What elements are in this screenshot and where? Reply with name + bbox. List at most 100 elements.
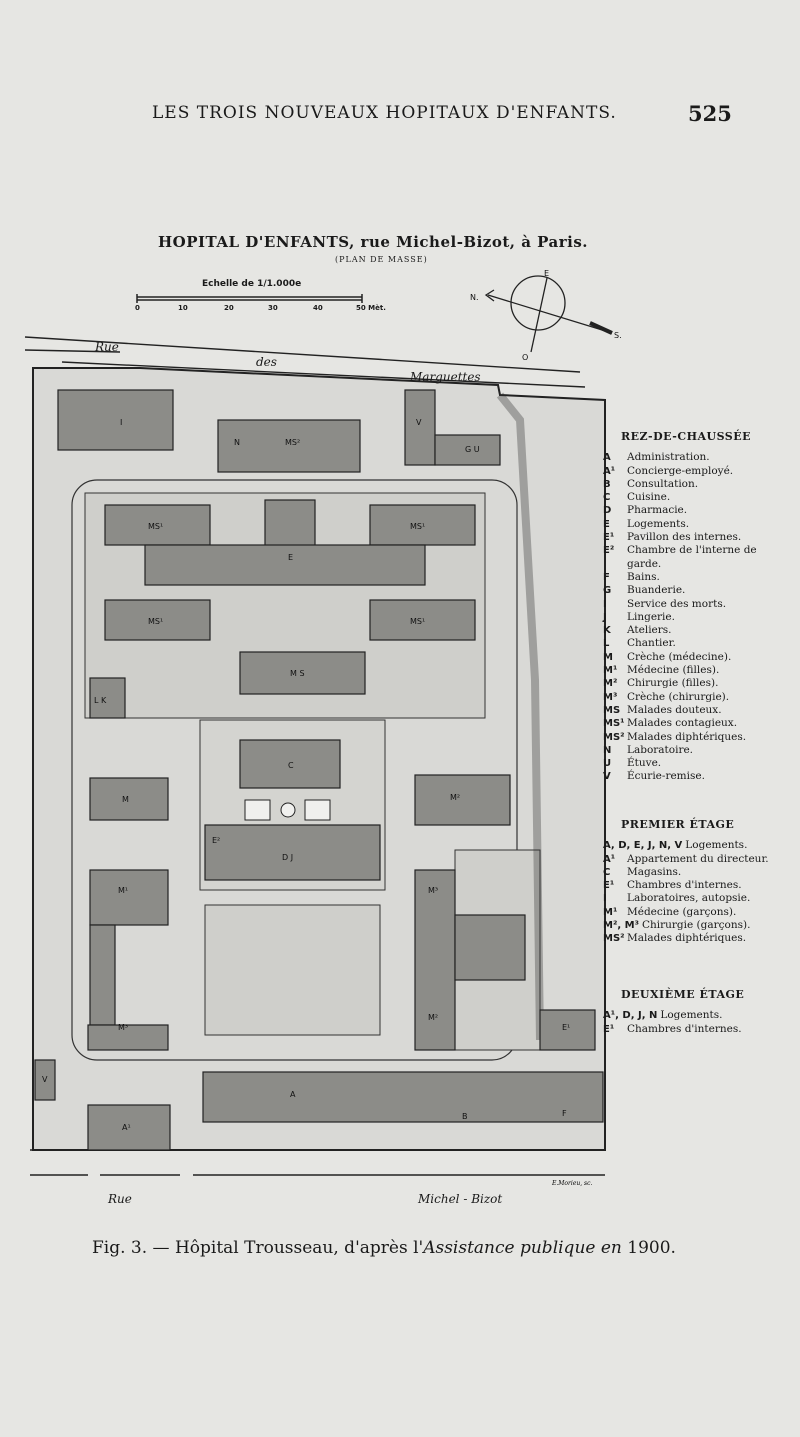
legend-text: Logements. — [627, 517, 690, 530]
building-labels: I N MS² V G U MS¹ MS¹ E MS¹ MS¹ M S L K … — [42, 418, 570, 1132]
legend-code: MS — [603, 704, 621, 716]
page-number: 525 — [688, 101, 732, 126]
legend-text: Cuisine. — [627, 491, 671, 504]
scale-label: Echelle de 1/1.000e — [202, 279, 302, 289]
building-label: M — [122, 795, 129, 804]
street-label: des — [256, 355, 277, 369]
building-label: E¹ — [562, 1023, 570, 1032]
compass-east: E — [544, 269, 549, 278]
legend-text: Chirurgie (garçons). — [641, 919, 751, 932]
figure-caption: Fig. 3. — Hôpital Trousseau, d'après l'A… — [92, 1238, 676, 1258]
legend-item: I Service des morts. — [603, 598, 777, 611]
building-label: M³ — [428, 886, 438, 895]
legend-code: L — [603, 638, 610, 650]
legend-text: Crèche (chirurgie). — [627, 690, 730, 703]
legend-text: Pharmacie. — [627, 504, 688, 517]
legend-item: M¹ Médecine (garçons). — [603, 906, 800, 919]
legend-item: A¹ Appartement du directeur. — [603, 853, 800, 866]
building-label: MS¹ — [410, 522, 425, 531]
legend-title: DEUXIÈME ÉTAGE — [621, 988, 745, 1001]
building-label: L K — [94, 696, 107, 705]
legend-code: B — [603, 478, 611, 490]
building-label: I — [120, 418, 122, 427]
legend-code: F — [603, 571, 610, 583]
legend-text: Malades contagieux. — [627, 717, 738, 730]
building-label: M² — [428, 1013, 438, 1022]
caption-suffix: 1900. — [621, 1238, 676, 1258]
legend-text: Administration. — [627, 451, 710, 464]
legend-item: F Bains. — [603, 571, 777, 584]
legend-text: Bains. — [627, 570, 660, 583]
street-label: Michel - Bizot — [417, 1192, 502, 1206]
legend-code: A¹ — [603, 853, 616, 865]
street-label: Rue — [107, 1192, 132, 1206]
legend-code: MS² — [603, 933, 625, 945]
legend-item: K Ateliers. — [603, 624, 777, 637]
scale-tick: 40 — [313, 304, 323, 312]
legend-code: U — [603, 758, 612, 770]
building-label: A — [290, 1090, 296, 1099]
building-label: M S — [290, 669, 305, 678]
legend-title: REZ-DE-CHAUSSÉE — [621, 430, 752, 443]
street-label: Rue — [94, 340, 119, 354]
legend-text: Médecine (garçons). — [627, 905, 737, 918]
legend-code: I — [603, 598, 607, 610]
legend-item: E¹ Chambres d'internes. — [603, 879, 800, 892]
legend-text: Chambre de l'interne de garde. — [627, 544, 757, 570]
legend-text: Service des morts. — [627, 597, 727, 610]
engraver-signature: E.Morieu, sc. — [551, 1180, 592, 1187]
central-garden — [204, 904, 381, 1036]
buildings — [34, 389, 604, 1151]
building-label: MS¹ — [148, 522, 163, 531]
legend-text: Malades douteux. — [627, 703, 722, 716]
legend-text: Ateliers. — [627, 624, 672, 637]
legend-code: M³ — [603, 691, 618, 703]
legend-code: E¹ — [603, 532, 615, 544]
compass-south: S. — [614, 331, 622, 340]
legend-text: Appartement du directeur. — [627, 852, 769, 865]
legend-text: Concierge-employé. — [627, 464, 734, 477]
scale-tick: 50 Mèt. — [356, 304, 386, 312]
scale-tick: 30 — [268, 304, 278, 312]
legend-code: A — [603, 452, 611, 464]
legend-code: C — [603, 492, 611, 504]
scale-tick: 0 — [135, 304, 140, 312]
legend-text: Chambres d'internes. — [627, 879, 742, 892]
building-label: MS¹ — [410, 617, 425, 626]
legend-text: Laboratoires, autopsie. — [627, 892, 751, 905]
figure-title: HOPITAL D'ENFANTS, rue Michel-Bizot, à P… — [158, 233, 589, 251]
legend-text: Logements. — [660, 1009, 723, 1022]
legend-code: E¹ — [603, 1023, 615, 1035]
legend-title: PREMIER ÉTAGE — [621, 818, 735, 831]
legend-code: K — [603, 625, 611, 637]
legend-code: E¹ — [603, 880, 615, 892]
legend-code: M², M³ — [603, 920, 639, 932]
legend-item: D Pharmacie. — [603, 504, 777, 517]
legend-code: G — [603, 585, 612, 597]
legend-code: M¹ — [603, 906, 618, 918]
legend-text: Chirurgie (filles). — [627, 677, 719, 690]
legend-code: D — [603, 505, 612, 517]
legend-text: Malades diphtériques. — [627, 932, 747, 945]
legend-item: U Étuve. — [603, 757, 777, 770]
scale-tick: 10 — [178, 304, 188, 312]
figure-subtitle: (PLAN DE MASSE) — [335, 255, 428, 264]
building-label: M¹ — [118, 886, 128, 895]
legend-text: Étuve. — [627, 757, 662, 770]
legend-code: M¹ — [603, 665, 618, 677]
